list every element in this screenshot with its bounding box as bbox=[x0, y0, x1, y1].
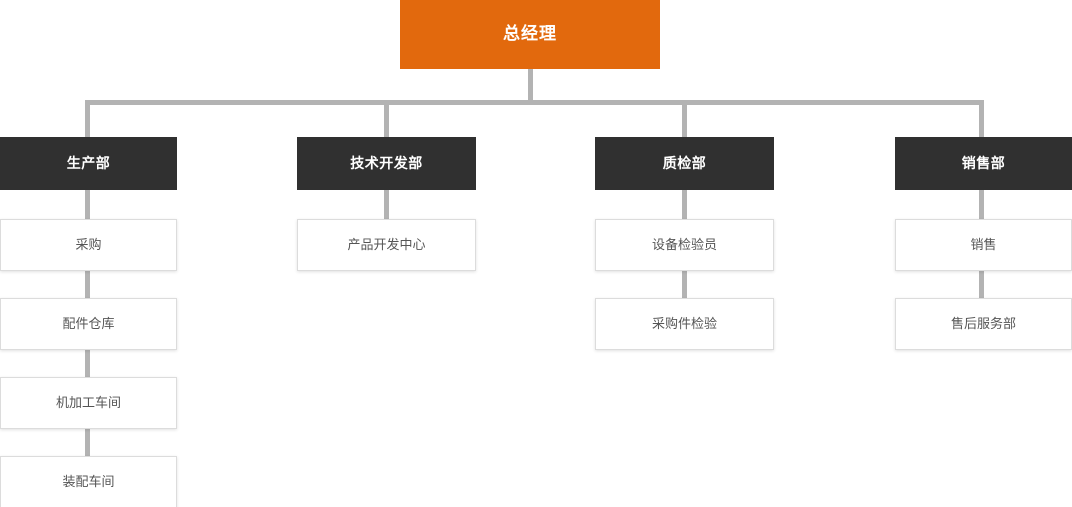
connector-horizontal-bus bbox=[85, 100, 984, 105]
node-department-sales[interactable]: 销售部 bbox=[895, 137, 1072, 190]
connector-col3-seg2 bbox=[682, 270, 687, 299]
node-leaf-purchasing[interactable]: 采购 bbox=[0, 219, 177, 271]
connector-root-stem bbox=[528, 69, 533, 103]
connector-drop-dept-2 bbox=[384, 100, 389, 137]
connector-col4-seg1 bbox=[979, 190, 984, 220]
connector-col1-seg1 bbox=[85, 190, 90, 220]
connector-col1-seg3 bbox=[85, 349, 90, 378]
node-leaf-sales[interactable]: 销售 bbox=[895, 219, 1072, 271]
connector-col4-seg2 bbox=[979, 270, 984, 299]
node-leaf-after-sales-service[interactable]: 售后服务部 bbox=[895, 298, 1072, 350]
node-department-tech-development[interactable]: 技术开发部 bbox=[297, 137, 476, 190]
connector-col1-seg4 bbox=[85, 428, 90, 457]
node-leaf-product-development-center[interactable]: 产品开发中心 bbox=[297, 219, 476, 271]
connector-drop-dept-4 bbox=[979, 100, 984, 137]
connector-drop-dept-1 bbox=[85, 100, 90, 137]
connector-col2-seg1 bbox=[384, 190, 389, 220]
node-leaf-assembly-workshop[interactable]: 装配车间 bbox=[0, 456, 177, 507]
node-leaf-machining-workshop[interactable]: 机加工车间 bbox=[0, 377, 177, 429]
node-department-quality-inspection[interactable]: 质检部 bbox=[595, 137, 774, 190]
node-leaf-purchased-parts-inspection[interactable]: 采购件检验 bbox=[595, 298, 774, 350]
connector-col3-seg1 bbox=[682, 190, 687, 220]
node-root-general-manager[interactable]: 总经理 bbox=[400, 0, 660, 69]
node-department-production[interactable]: 生产部 bbox=[0, 137, 177, 190]
connector-drop-dept-3 bbox=[682, 100, 687, 137]
connector-col1-seg2 bbox=[85, 270, 90, 299]
node-leaf-equipment-inspector[interactable]: 设备检验员 bbox=[595, 219, 774, 271]
node-leaf-parts-warehouse[interactable]: 配件仓库 bbox=[0, 298, 177, 350]
